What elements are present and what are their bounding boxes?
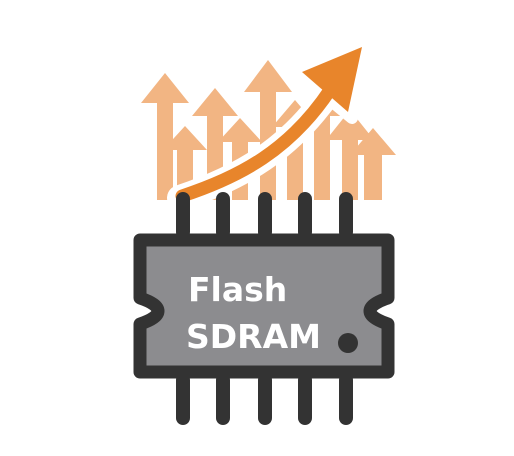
bar-arrow-5 — [244, 60, 292, 200]
chip-orientation-dot — [338, 333, 358, 353]
trend-up-arrow-icon — [175, 47, 362, 203]
memory-chip-icon: Flash SDRAM — [133, 192, 395, 425]
bar-arrow-3 — [192, 88, 238, 200]
growth-arrow-head — [302, 47, 362, 112]
chip-body — [133, 233, 395, 379]
chip-label-flash: Flash — [188, 270, 287, 309]
bar-arrow-2 — [163, 126, 207, 200]
bar-arrow-9 — [350, 128, 396, 200]
chip-bottom-pins — [176, 373, 353, 425]
chip-top-pins — [176, 192, 353, 239]
bar-arrow-1 — [141, 73, 189, 200]
growth-arrow-shaft — [175, 83, 337, 203]
chip-label-sdram: SDRAM — [186, 317, 321, 356]
